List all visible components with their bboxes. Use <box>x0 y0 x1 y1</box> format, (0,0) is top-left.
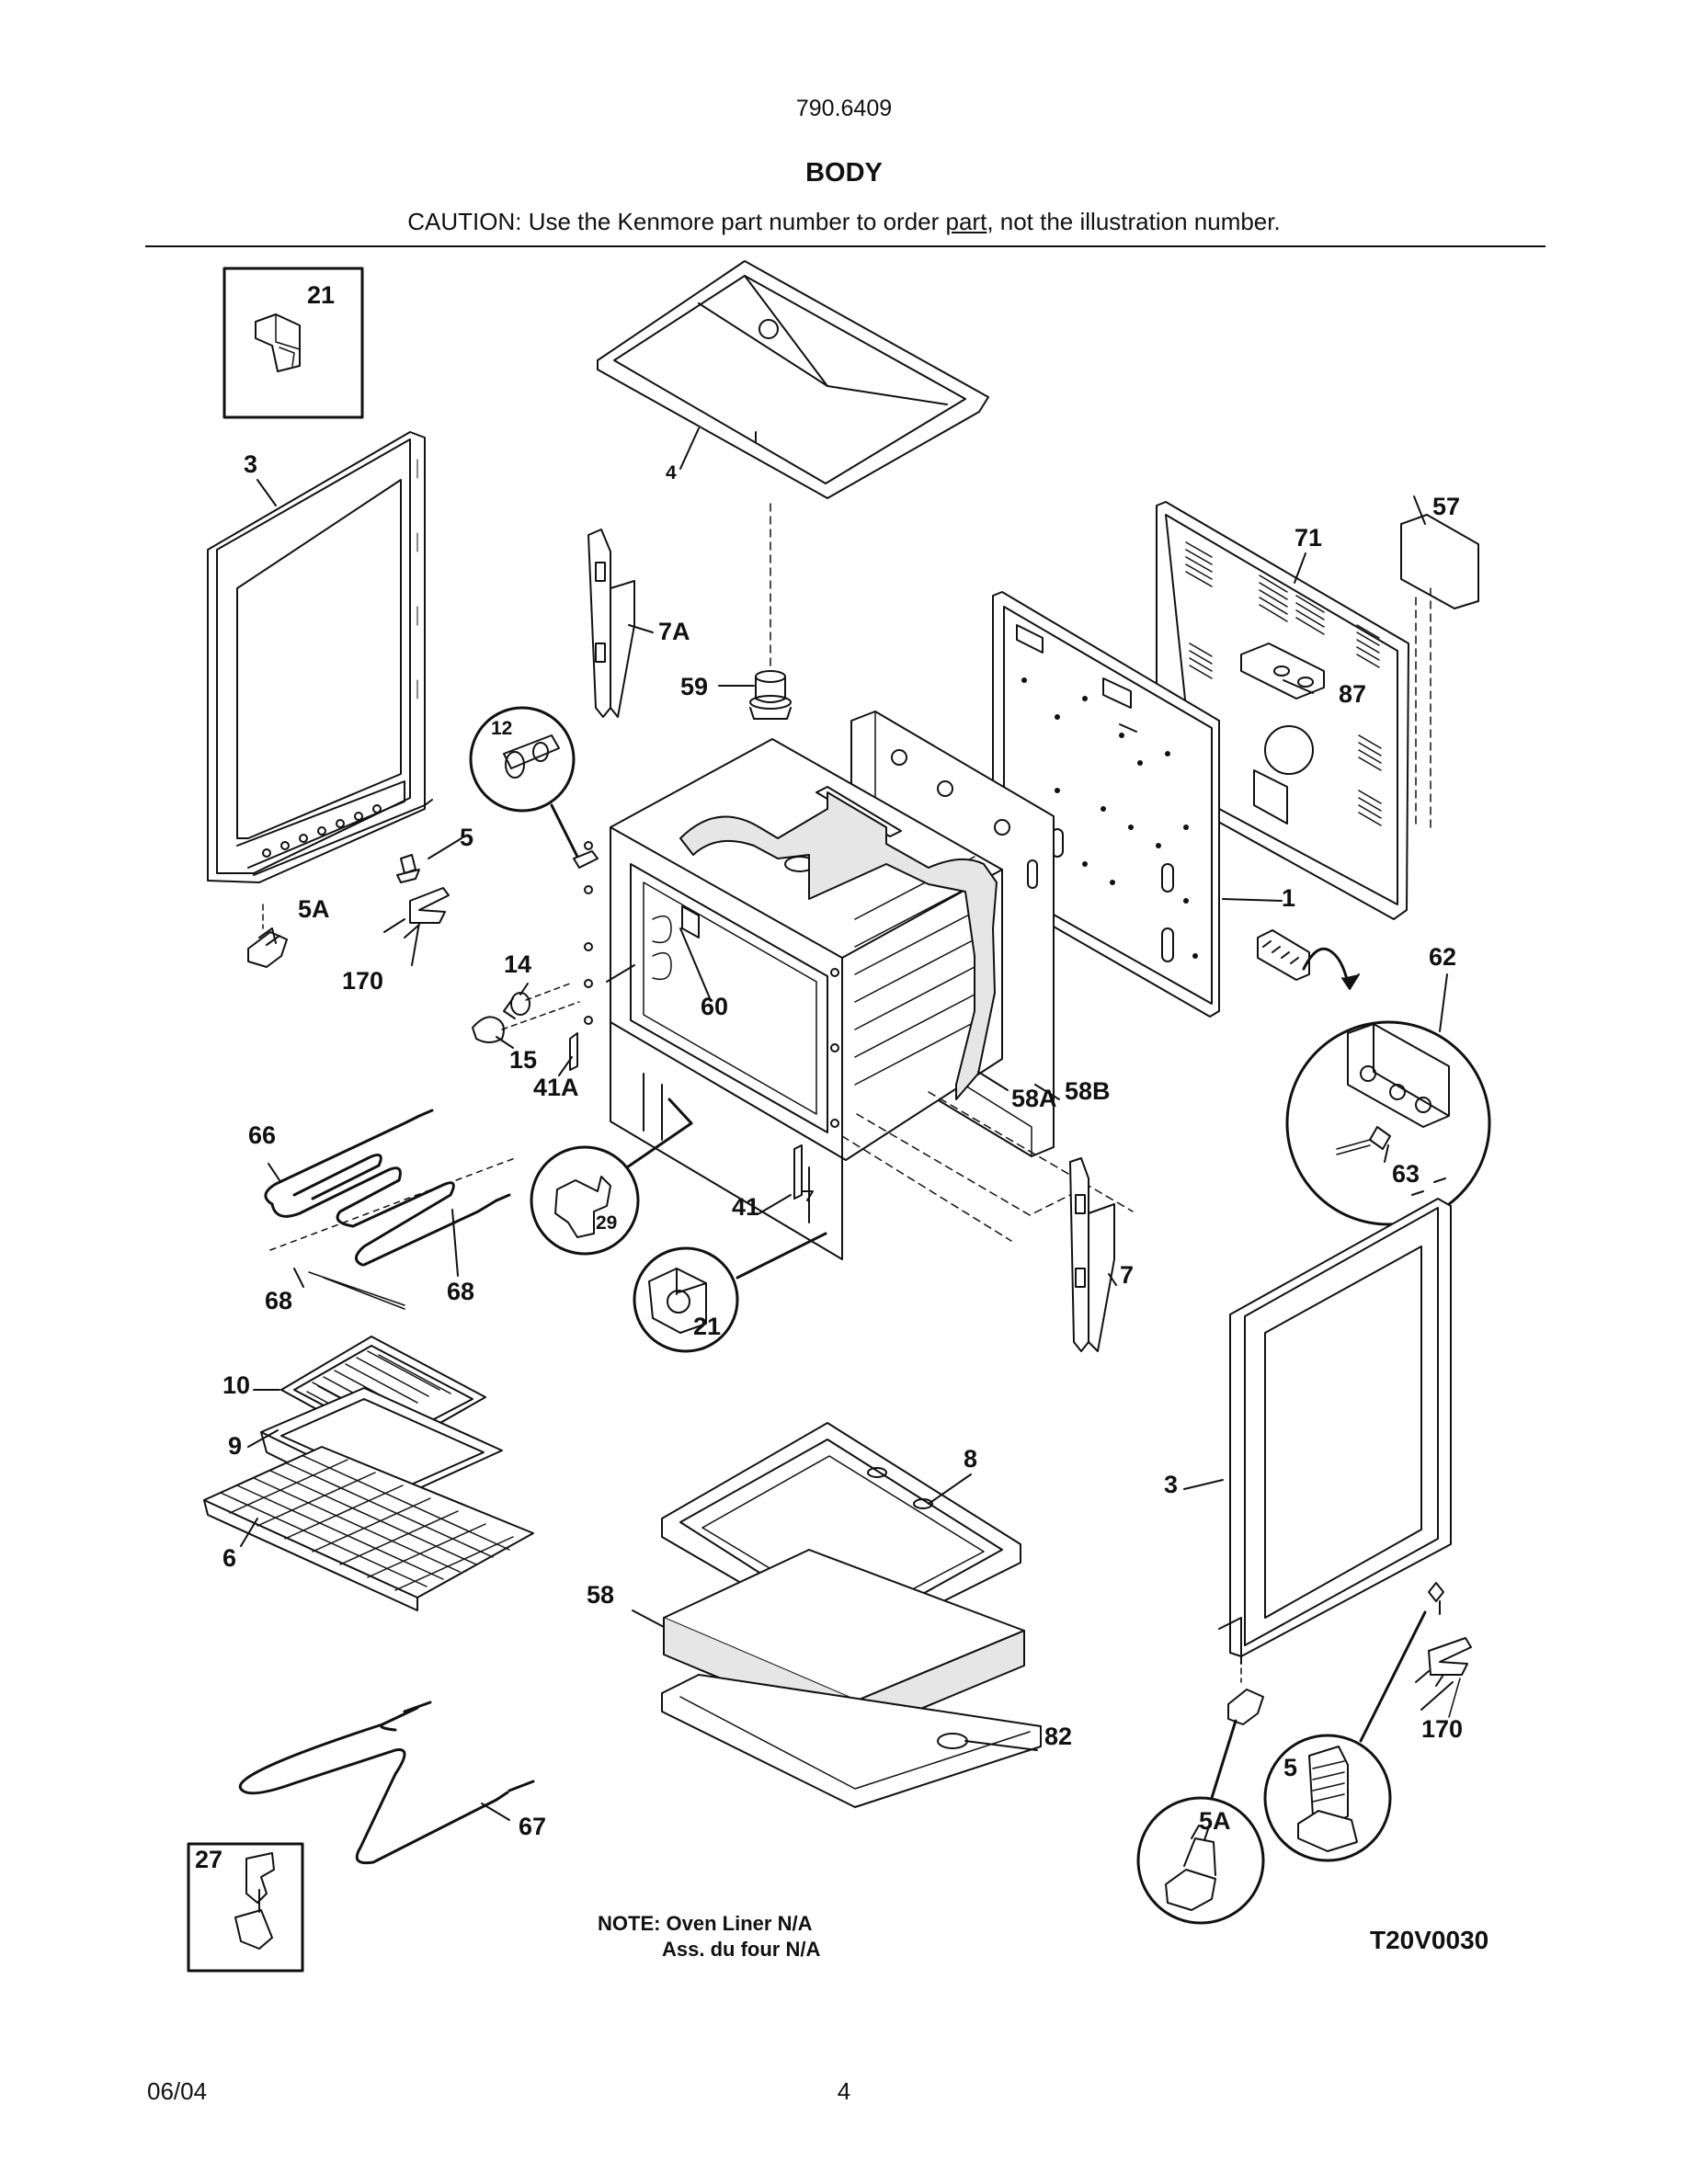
callout-4: 4 <box>666 462 677 483</box>
callout-58: 58 <box>587 1581 615 1609</box>
oven-cavity <box>584 738 1134 1260</box>
callout-3-right: 3 <box>1164 1471 1179 1498</box>
callout-7a: 7A <box>658 618 690 645</box>
leg-parts-right <box>1227 1582 1472 1725</box>
callout-58a: 58A <box>1011 1085 1057 1112</box>
callout-5: 5 <box>460 824 474 851</box>
page-number: 4 <box>837 2077 851 2105</box>
callout-170: 170 <box>342 967 384 995</box>
vent-tube-59 <box>749 431 792 720</box>
hinge-receiver-7 <box>1069 1157 1115 1352</box>
part-5a-circle-inset <box>1136 1719 1265 1925</box>
note-oven-liner-french: Ass. du four N/A <box>662 1938 821 1961</box>
bottom-panel-82 <box>661 1674 1042 1808</box>
figure-code: T20V0030 <box>1370 1926 1489 1954</box>
terminal-block-62 <box>1257 929 1491 1226</box>
callout-41a: 41A <box>533 1074 579 1101</box>
callout-1: 1 <box>1282 884 1296 912</box>
callout-60: 60 <box>701 993 729 1020</box>
callout-5a-circle: 5A <box>1199 1807 1231 1835</box>
callout-87: 87 <box>1339 680 1367 708</box>
callout-68-left: 68 <box>265 1287 293 1314</box>
model-number: 790.6409 <box>795 96 893 121</box>
caution-part-word: part <box>945 208 987 235</box>
part-29-inset <box>530 1098 693 1256</box>
callout-3: 3 <box>244 450 258 478</box>
callout-59: 59 <box>680 673 709 700</box>
left-side-panel <box>207 431 433 883</box>
callout-21: 21 <box>307 281 336 309</box>
callout-7: 7 <box>1120 1261 1135 1289</box>
callout-21-circle: 21 <box>693 1313 722 1340</box>
callout-9: 9 <box>228 1432 243 1460</box>
callout-10: 10 <box>222 1371 251 1399</box>
callout-82: 82 <box>1044 1723 1073 1750</box>
cooktop-support-panel <box>597 260 989 499</box>
callout-68-right: 68 <box>447 1278 475 1305</box>
leg-parts-left <box>247 854 450 968</box>
callout-5a: 5A <box>298 895 330 923</box>
part-12-inset <box>469 706 599 869</box>
callout-leader-lines <box>240 427 1454 1821</box>
part-21-circle-inset <box>633 1232 827 1353</box>
right-side-panel <box>1218 1177 1452 1665</box>
part-21-inset-box <box>222 267 364 419</box>
callout-8: 8 <box>964 1445 978 1473</box>
callout-14: 14 <box>504 950 532 978</box>
note-oven-liner: NOTE: Oven Liner N/A <box>598 1912 813 1935</box>
header-divider <box>145 245 1545 247</box>
caution-text-end: , not the illustration number. <box>987 208 1281 235</box>
lamp-parts <box>472 983 580 1071</box>
caution-text: CAUTION: Use the Kenmore part number to … <box>0 208 1688 236</box>
plate-57 <box>1400 514 1479 828</box>
broil-element <box>264 1109 516 1310</box>
bake-element <box>238 1701 535 1865</box>
callout-5-circle: 5 <box>1283 1754 1298 1781</box>
callout-57: 57 <box>1432 493 1461 520</box>
callout-63: 63 <box>1392 1160 1420 1188</box>
callout-71: 71 <box>1295 524 1323 552</box>
hinge-receiver-7a <box>587 529 635 718</box>
caution-text-start: CAUTION: Use the Kenmore part number to … <box>407 208 946 235</box>
callout-12: 12 <box>491 718 513 739</box>
footer-date: 06/04 <box>147 2077 208 2105</box>
part-27-inset-box <box>187 1842 304 1973</box>
callout-62: 62 <box>1429 943 1457 971</box>
callout-170-right: 170 <box>1421 1715 1464 1743</box>
callout-58b: 58B <box>1065 1077 1111 1105</box>
callout-29: 29 <box>596 1212 618 1234</box>
bracket-41 <box>793 1144 814 1201</box>
callout-6: 6 <box>222 1544 237 1572</box>
callout-41: 41 <box>732 1193 760 1221</box>
callout-27: 27 <box>195 1846 223 1873</box>
callout-66: 66 <box>248 1121 277 1149</box>
part-5-circle-inset <box>1263 1610 1427 1862</box>
callout-15: 15 <box>509 1046 538 1074</box>
callout-67: 67 <box>519 1813 547 1840</box>
oven-rack <box>203 1446 534 1611</box>
page-title: BODY <box>805 158 883 188</box>
